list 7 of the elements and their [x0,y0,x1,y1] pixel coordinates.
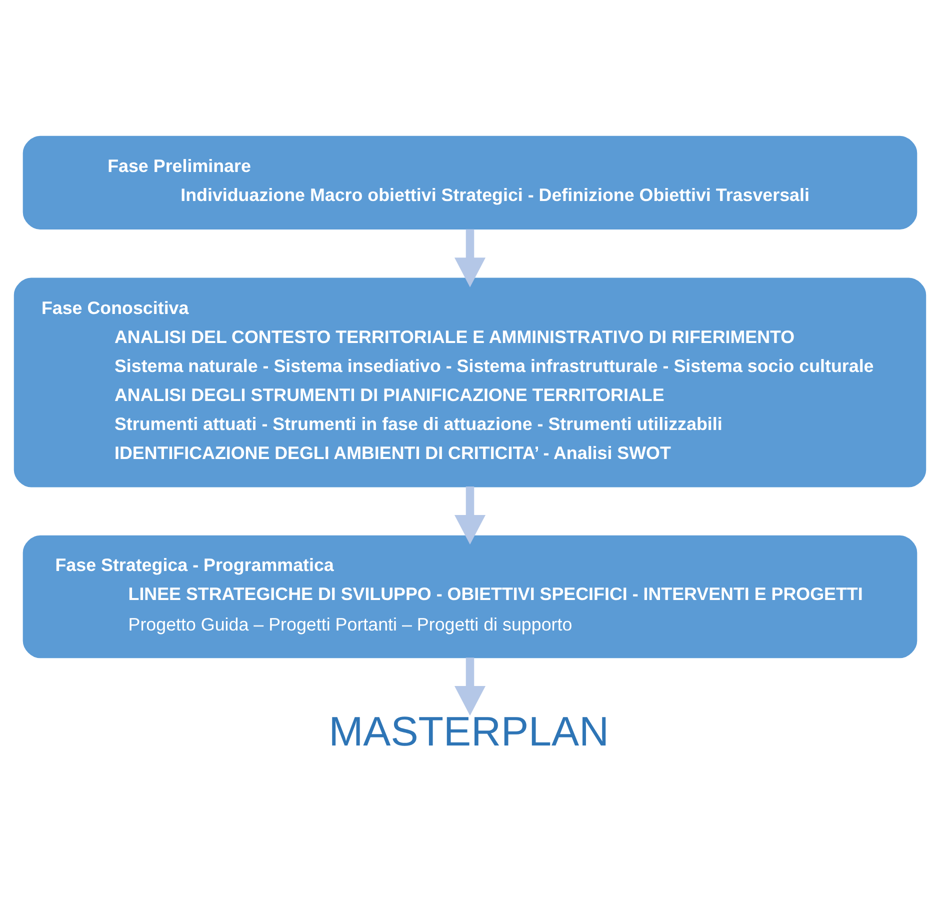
node-box: Fase Conoscitiva ANALISI DEL CONTESTO TERRITORIALE E AMMINISTRATIVO DI RIFERIMENTO Sistema naturale - Sistema insediativo - Sistema infrastrutturale - Sistema socio culturale ANALISI DEGLI STRUMENTI DI PIANIFICAZIONE TERRITORIALE Strumenti attuati - Strumenti in fase di attuazione - Strumenti utilizzabili IDENTIFICAZIONE DEGLI AMBIENTI DI CRITICITA’ - Analisi SWOT [13,278,926,488]
node-text: MASTERPLAN [328,708,608,755]
arrow [454,658,486,716]
arrow [454,229,486,288]
node-box: Fase Strategica - Programmatica LINEE STRATEGICHE DI SVILUPPO - OBIETTIVI SPECIFICI - INTERVENTI E PROGETTI Progetto Guida – Progetti Portanti – Progetti di supporto [22,535,917,658]
node-box: Fase Preliminare Individuazione Macro obiettivi Strategici - Definizione Obiettivi Trasversali [22,136,917,230]
arrow [454,486,486,545]
